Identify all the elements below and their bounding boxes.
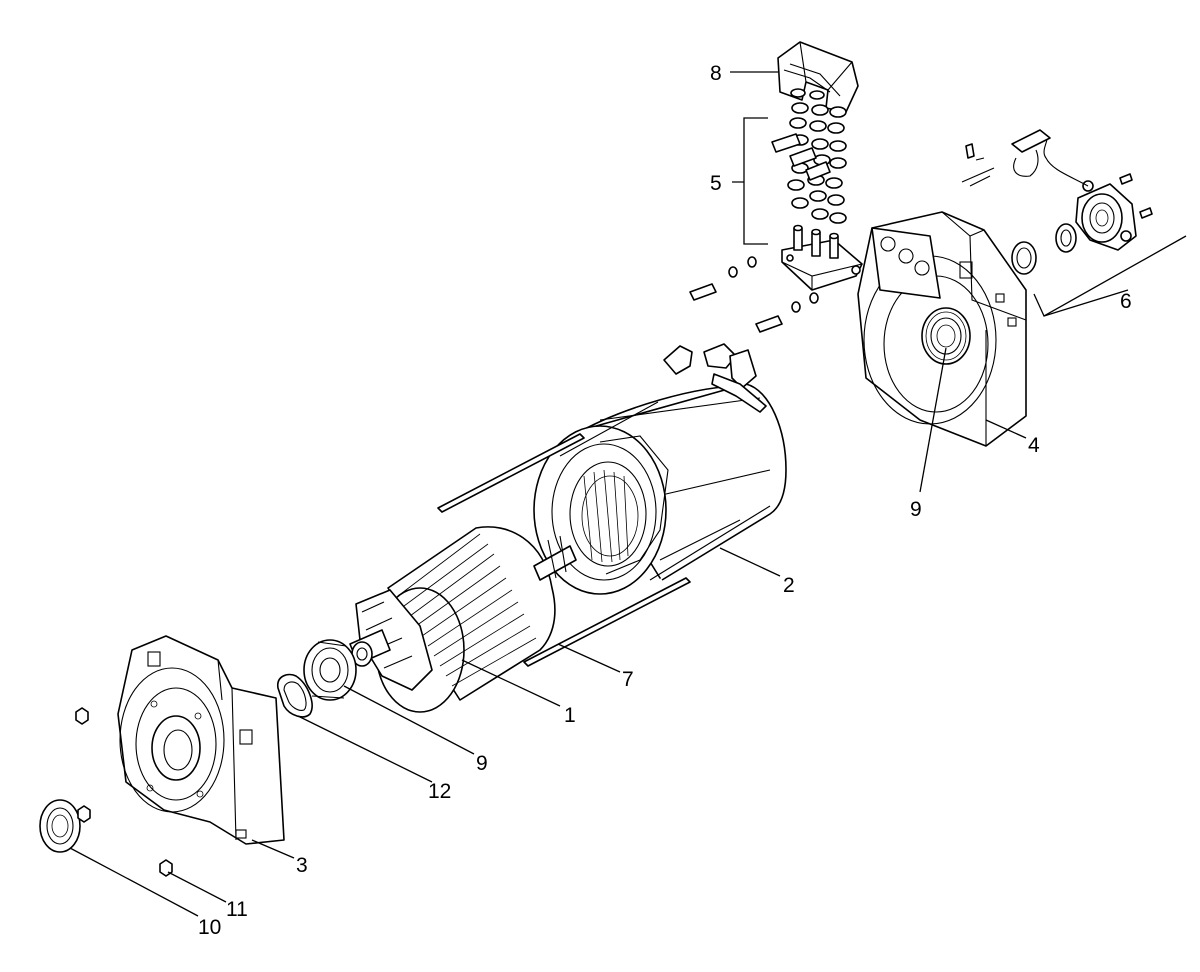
rear-end-bracket [857, 211, 1027, 447]
callout-12: 12 [428, 780, 451, 803]
callout-11: 11 [226, 898, 248, 921]
nuts [75, 707, 173, 877]
wave-washer [277, 673, 313, 718]
through-bolts [437, 401, 691, 667]
callout-4: 4 [1028, 434, 1040, 457]
rotor [349, 526, 577, 713]
callout-8: 8 [710, 62, 722, 85]
callout-6: 6 [1120, 290, 1132, 313]
terminal-board [781, 224, 863, 291]
callout-3: 3 [296, 854, 308, 877]
callout-9-rear: 9 [910, 498, 922, 521]
front-bearing [303, 639, 357, 701]
front-end-bracket [117, 635, 285, 845]
callout-10: 10 [198, 916, 221, 939]
terminal-cover [777, 41, 859, 113]
callout-2: 2 [783, 574, 795, 597]
callout-1: 1 [564, 704, 576, 727]
callout-labels: 8 5 6 4 9 2 7 1 9 12 3 11 10 [198, 62, 1132, 939]
oil-seal [39, 799, 81, 853]
callout-9-front: 9 [476, 752, 488, 775]
callout-5: 5 [710, 172, 722, 195]
exciter-assembly [961, 129, 1153, 275]
stator [533, 343, 787, 595]
terminal-hardware-set [771, 88, 847, 224]
callout-7: 7 [622, 668, 634, 691]
rear-bearing [925, 311, 967, 361]
leader-lines [69, 71, 1187, 917]
mounting-screws [689, 256, 819, 333]
